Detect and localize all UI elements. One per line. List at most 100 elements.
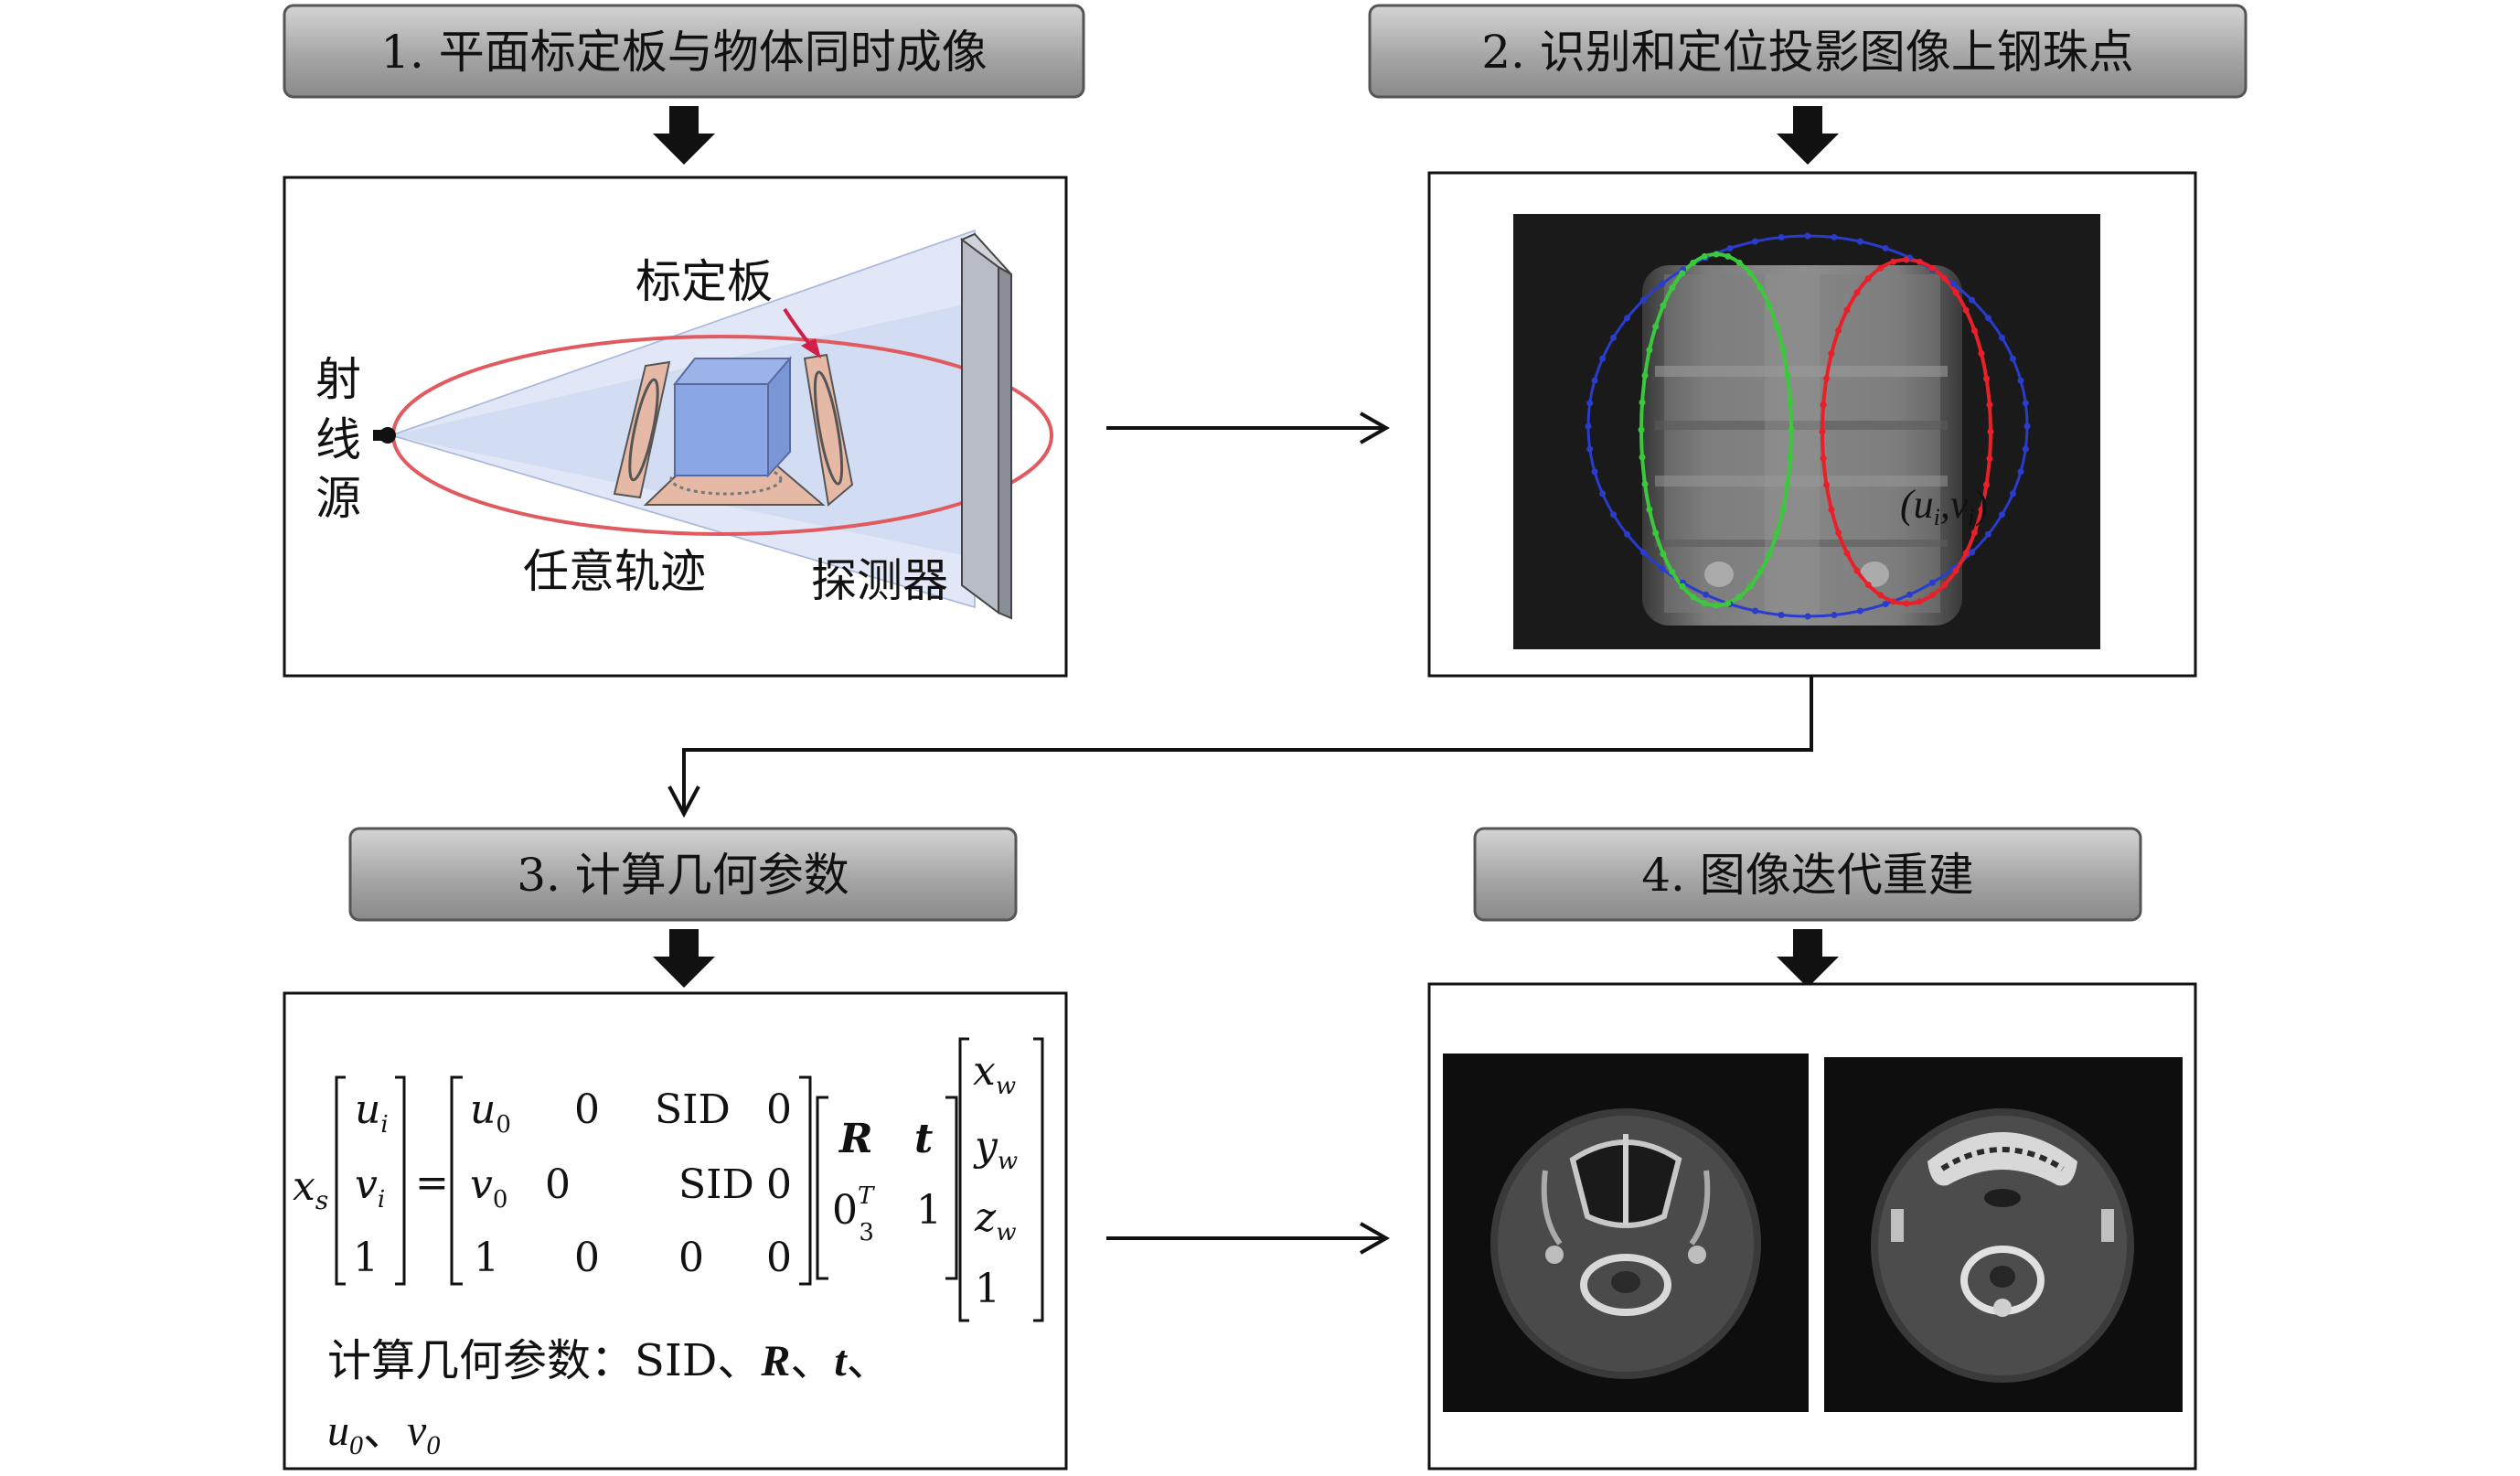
bead-point (1690, 594, 1697, 601)
xray-source-icon (373, 427, 396, 444)
bead-point (1586, 400, 1594, 407)
bead-point (2022, 400, 2029, 407)
step4-title: 4. 图像迭代重建 (1641, 849, 1974, 902)
bead-point (1820, 401, 1827, 409)
bead-point (1903, 600, 1910, 607)
bead-point (1978, 506, 1985, 513)
bead-point (1610, 511, 1617, 519)
step3-title: 3. 计算几何参数 (517, 849, 849, 902)
bead-point (1987, 428, 1994, 435)
bead-point (1641, 480, 1649, 487)
right-arrow-icon (1106, 412, 1391, 444)
bead-point (1986, 401, 1993, 409)
reconstruction-slice-left (1443, 1054, 1809, 1412)
bead-point (1746, 583, 1754, 590)
K-r1-c2: SID (678, 1161, 754, 1208)
K-r2-c2: 0 (678, 1235, 704, 1281)
phantom-cube (672, 356, 793, 478)
bead-point (1713, 602, 1720, 609)
bead-point (1890, 258, 1897, 265)
bead-point (1701, 600, 1708, 607)
bead-point (1952, 289, 1959, 296)
bead-point (1624, 530, 1630, 538)
connector-arrow-icon (667, 676, 1813, 818)
lhs-one: 1 (353, 1235, 379, 1281)
bead-point (1773, 323, 1780, 330)
bead-point (1877, 592, 1885, 599)
source-label-1: 射 (315, 353, 361, 406)
bead-point (1856, 238, 1863, 245)
bead-point (1853, 289, 1861, 296)
bead-point (1962, 550, 1970, 557)
bead-point (1864, 275, 1872, 282)
lhs-vector-brackets (335, 1075, 406, 1286)
bead-point (1659, 280, 1666, 287)
bead-point (1610, 334, 1617, 341)
projection-equation: xs ui vi 1 = u0 0 SID 0 v0 0 SID 0 1 0 0… (293, 1037, 1044, 1322)
panel3-frame (283, 991, 1068, 1471)
bead-point (1999, 334, 2005, 341)
bead-point (1843, 550, 1851, 557)
bead-point (1752, 238, 1759, 245)
source-label-2: 线 (315, 413, 361, 466)
bead-point (1969, 296, 1976, 304)
rotation-R: R (838, 1116, 873, 1162)
bead-point (1928, 579, 1936, 586)
bead-point (1669, 284, 1676, 292)
step2-title-bar: 2. 识别和定位投影图像上钢珠点 (1368, 4, 2248, 99)
bead-point (1624, 315, 1630, 322)
bead-point (1746, 270, 1754, 277)
bead-point (1735, 259, 1743, 266)
K-r1-c1: 0 (545, 1161, 571, 1208)
world-x: xw (973, 1048, 1016, 1100)
bead-point (2009, 355, 2016, 362)
bead-point (1757, 568, 1764, 575)
bead-point (1779, 506, 1787, 513)
projection-image: (ui,vi) (1513, 214, 2100, 649)
down-arrow-icon (653, 106, 715, 165)
reconstruction-slice-right (1824, 1057, 2183, 1412)
bead-point (2022, 445, 2029, 453)
bead-point (1985, 315, 1991, 322)
bead-point (1773, 529, 1780, 537)
bead-point (1641, 372, 1649, 380)
bead-point (1766, 302, 1773, 309)
bead-point (1660, 302, 1667, 309)
bead-point (1586, 445, 1594, 453)
bead-point (1778, 234, 1785, 241)
K-r2-c3: 0 (766, 1235, 792, 1281)
scale-factor: xs (293, 1163, 328, 1215)
lhs-v: vi (355, 1161, 385, 1214)
K-r2-c1: 0 (574, 1235, 600, 1281)
bead-point (1591, 468, 1598, 476)
world-one: 1 (975, 1266, 1000, 1312)
world-z: zw (974, 1194, 1016, 1246)
bead-point (1784, 480, 1791, 487)
bead-point (1679, 583, 1686, 590)
bead-point (1983, 375, 1990, 382)
calibration-plate-label: 标定板 (635, 255, 773, 308)
bead-point (1639, 549, 1647, 556)
parameter-caption-line2: u0、v0 (327, 1405, 440, 1460)
bead-point (1864, 582, 1872, 588)
bead-point (1652, 323, 1660, 330)
bead-point (1713, 251, 1720, 258)
bead-point (1638, 426, 1645, 433)
bead-point (1882, 601, 1889, 607)
bead-point (1983, 481, 1990, 488)
bead-point (1853, 567, 1861, 574)
bead-point (1877, 264, 1885, 272)
bead-point (1726, 245, 1734, 251)
bead-point (1962, 306, 1970, 314)
bead-point (1787, 454, 1794, 461)
K-r0-c3: 0 (766, 1086, 792, 1133)
K-r2-c0: 1 (474, 1235, 499, 1281)
equals-sign: = (415, 1160, 449, 1206)
bead-point (1735, 594, 1743, 601)
bead-point (1820, 455, 1827, 462)
imaging-geometry-illustration: 标定板 射 线 源 任意轨迹 探测器 (315, 229, 1053, 620)
translation-t: t (914, 1116, 933, 1162)
intrinsic-matrix-brackets (450, 1075, 812, 1286)
bead-point (1831, 234, 1838, 241)
